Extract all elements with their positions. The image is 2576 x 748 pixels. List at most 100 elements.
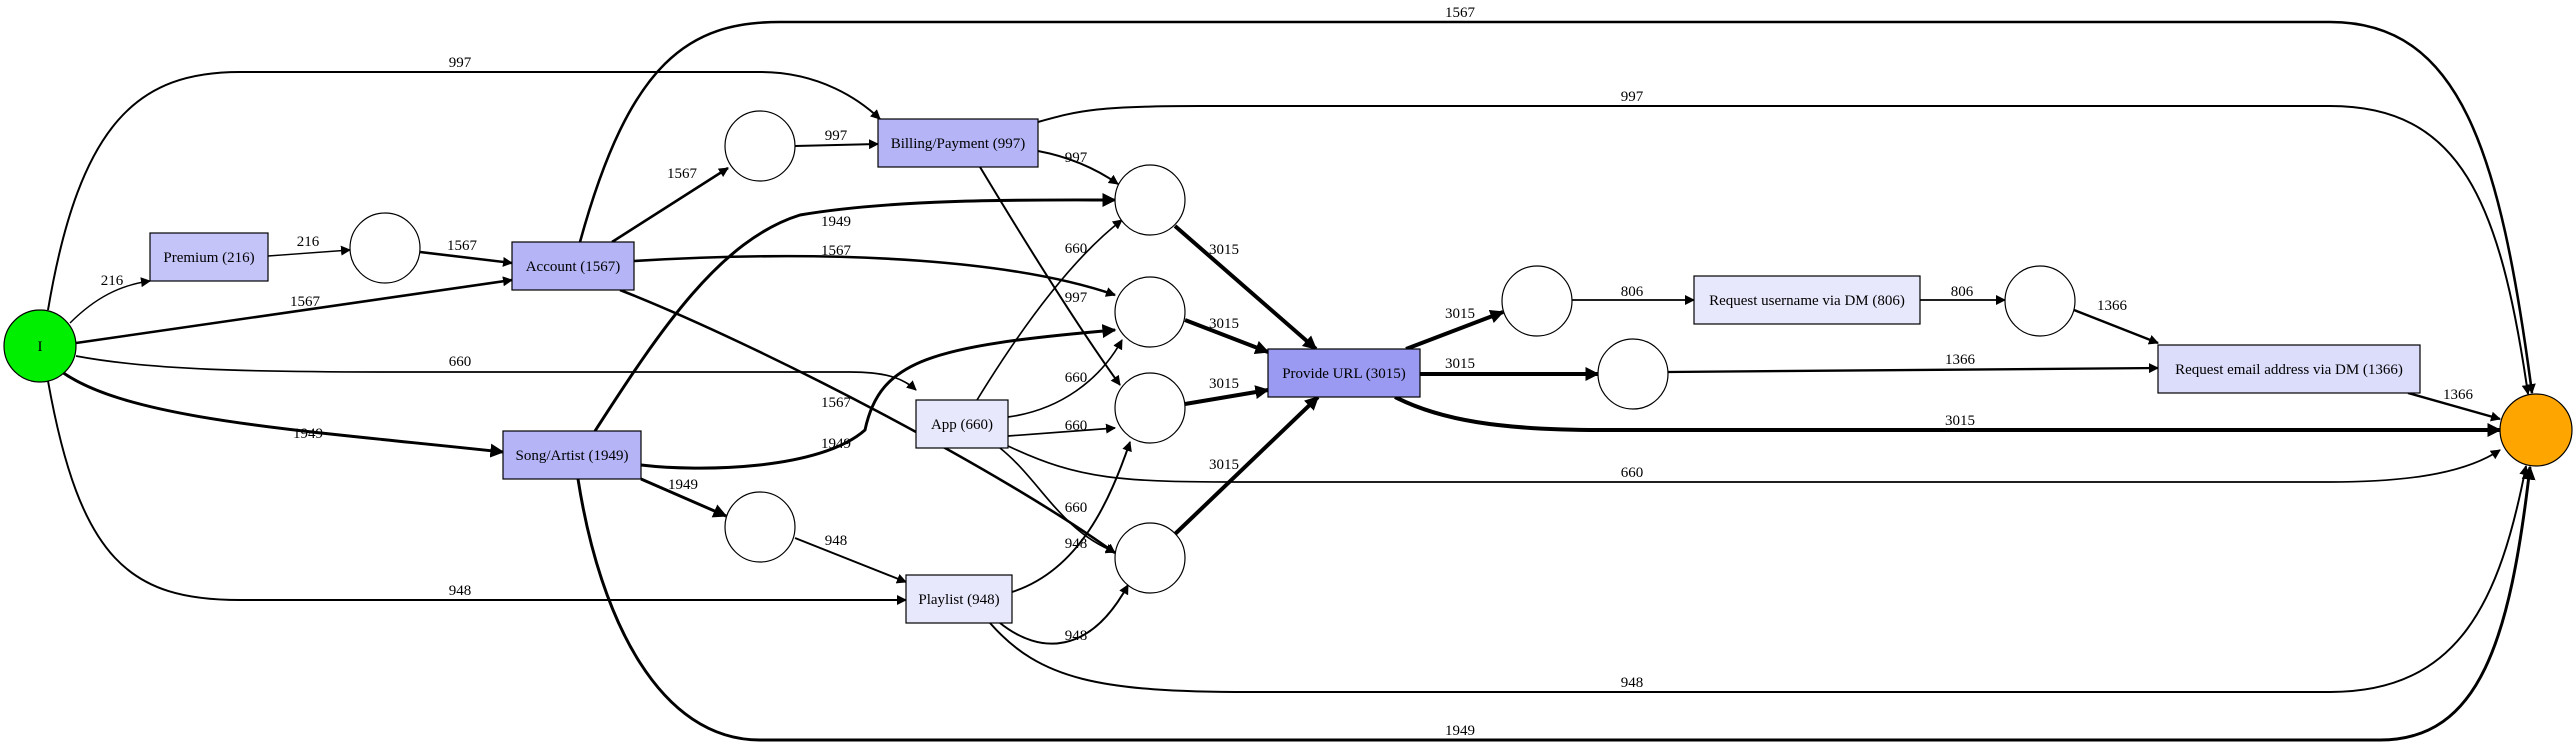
place-node — [724, 491, 796, 563]
place-node — [1114, 372, 1186, 444]
edge-p4-to-provide — [1173, 224, 1318, 351]
activity-label-premium: Premium (216) — [163, 250, 254, 266]
place-node — [2004, 265, 2076, 337]
place-node — [1597, 338, 1669, 410]
activity-label-username: Request username via DM (806) — [1709, 293, 1905, 309]
end-place — [2499, 393, 2573, 467]
edge-label: 3015 — [1209, 242, 1239, 258]
edge-label: 997 — [1065, 150, 1088, 166]
edge-label: 806 — [1951, 284, 1974, 300]
edge-playlist-to-end — [989, 465, 2530, 693]
activity-label-playlist: Playlist (948) — [918, 592, 999, 608]
activity-label-account: Account (1567) — [526, 259, 621, 275]
start-place — [3, 309, 77, 383]
edge-label: 1567 — [447, 238, 478, 254]
edge-label: 660 — [1065, 241, 1088, 257]
edge-app-to-p6 — [1007, 423, 1116, 437]
edge-app-to-p7 — [999, 447, 1116, 554]
edge-account-to-p2 — [611, 166, 729, 244]
edge-start-to-app — [75, 355, 917, 391]
edge-start-to-playlist — [47, 380, 907, 605]
activity-song — [502, 430, 642, 480]
edge-label: 997 — [1621, 89, 1644, 105]
activity-label-song: Song/Artist (1949) — [516, 448, 629, 464]
activity-label-provide: Provide URL (3015) — [1282, 366, 1406, 382]
edge-label: 997 — [1065, 290, 1088, 306]
edge-p1-to-account — [419, 250, 513, 267]
edge-account-to-p7 — [619, 288, 1116, 555]
activity-app — [915, 399, 1009, 449]
edge-label: 216 — [297, 234, 320, 250]
activity-email — [2157, 344, 2421, 394]
start-place-label: I — [38, 339, 43, 355]
edge-label: 660 — [1065, 418, 1088, 434]
activity-premium — [149, 232, 269, 282]
edge-label: 1949 — [1445, 723, 1475, 739]
edge-p6-to-provide — [1184, 385, 1270, 406]
edges-layer — [47, 20, 2536, 742]
place-node — [1114, 522, 1186, 594]
edge-label: 1567 — [290, 294, 321, 310]
edge-label: 948 — [449, 583, 472, 599]
place-node — [724, 110, 796, 182]
edge-label: 1949 — [821, 214, 851, 230]
edge-p3-to-playlist — [794, 537, 907, 584]
edge-playlist-to-p7 — [999, 584, 1129, 645]
edge-label: 3015 — [1445, 356, 1475, 372]
edge-labels-layer: 216 216 1567 1567 997 660 1949 948 1567 997 1567 15… — [101, 5, 2474, 739]
edge-label: 1567 — [667, 166, 698, 182]
edge-p2-to-billing — [794, 139, 879, 150]
edge-label: 3015 — [1209, 376, 1239, 392]
edge-label: 216 — [101, 273, 124, 289]
edge-account-to-p5 — [633, 254, 1116, 297]
edge-start-to-premium — [69, 277, 151, 324]
edge-label: 997 — [449, 55, 472, 71]
edge-label: 948 — [1065, 536, 1088, 552]
edge-start-to-account — [75, 276, 513, 345]
edge-label: 660 — [1621, 465, 1644, 481]
edge-label: 1366 — [1945, 352, 1976, 368]
edge-label: 1567 — [821, 243, 852, 259]
edge-p7-to-provide — [1173, 395, 1320, 536]
edge-label: 660 — [1065, 500, 1088, 516]
edge-app-to-end — [1007, 445, 2501, 483]
activity-billing — [877, 118, 1039, 168]
edge-song-to-p3 — [640, 477, 728, 518]
place-node — [1114, 276, 1186, 348]
edge-email-to-end — [2407, 391, 2501, 422]
edge-label: 1366 — [2097, 298, 2128, 314]
activity-username — [1693, 275, 1921, 325]
place-node — [1114, 164, 1186, 236]
edge-label: 1567 — [821, 395, 852, 411]
edge-label: 1366 — [2443, 387, 2474, 403]
edge-label: 3015 — [1209, 457, 1239, 473]
edge-label: 660 — [1065, 370, 1088, 386]
edge-premium-to-p1 — [267, 245, 351, 257]
edge-label: 806 — [1621, 284, 1644, 300]
activity-playlist — [905, 574, 1013, 624]
edge-account-to-end — [578, 20, 2536, 394]
place-node — [349, 212, 421, 284]
edge-p10-to-email — [2073, 308, 2159, 345]
edge-start-to-song — [61, 370, 505, 458]
edge-label: 948 — [825, 533, 848, 549]
edge-song-to-end — [576, 465, 2536, 742]
edge-billing-to-p4 — [1037, 150, 1119, 185]
activity-label-email: Request email address via DM (1366) — [2175, 362, 2403, 378]
edge-app-to-p4 — [976, 219, 1123, 401]
nodes-layer: I Premium (216) Account (1567) Billing/Paym… — [3, 110, 2573, 624]
edge-provide-to-p8 — [1405, 309, 1505, 351]
edge-label: 3015 — [1209, 316, 1239, 332]
edge-label: 3015 — [1445, 306, 1475, 322]
edge-label: 948 — [1065, 628, 1088, 644]
activity-provide — [1267, 348, 1421, 398]
edge-p9-to-email — [1667, 363, 2159, 374]
edge-label: 1949 — [293, 426, 323, 442]
edge-label: 660 — [449, 354, 472, 370]
edge-label: 1567 — [1445, 5, 1476, 21]
activity-label-billing: Billing/Payment (997) — [891, 136, 1026, 152]
edge-start-to-billing — [47, 71, 881, 311]
edge-label: 1949 — [668, 477, 698, 493]
edge-provide-to-end — [1394, 395, 2502, 437]
